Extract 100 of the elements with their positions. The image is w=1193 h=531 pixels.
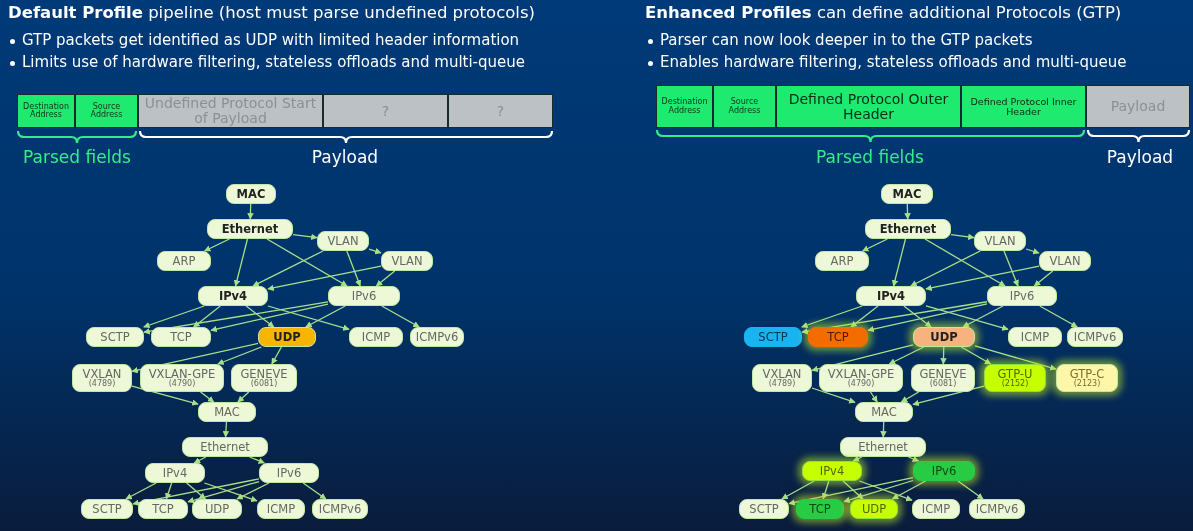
arrow	[880, 421, 887, 438]
protocol-node: TCP	[796, 499, 844, 519]
arrow	[193, 456, 207, 464]
protocol-node: IPv6	[259, 463, 319, 483]
arrow	[271, 346, 283, 365]
protocol-node: VLAN	[974, 231, 1026, 251]
bullet-text: GTP packets get identified as UDP with limited header information	[22, 31, 520, 49]
protocol-node: VLAN	[1039, 251, 1091, 271]
protocol-node: VLAN	[381, 251, 433, 271]
protocol-node: IPv6	[328, 286, 400, 306]
protocol-node: ICMP	[349, 327, 403, 347]
protocol-node: ICMP	[1008, 327, 1062, 347]
arrow	[187, 480, 260, 504]
arrow	[204, 238, 231, 252]
protocol-node: UDP	[850, 499, 898, 519]
protocol-node: ARP	[157, 251, 211, 271]
arrow	[199, 391, 215, 403]
arrow	[193, 305, 221, 328]
packet-field: Defined Protocol Inner Header	[961, 85, 1086, 128]
arrow	[781, 480, 815, 500]
arrow	[788, 476, 914, 506]
protocol-node: MAC	[226, 184, 276, 204]
protocol-node: TCP	[138, 499, 188, 519]
arrow	[842, 480, 864, 500]
protocol-node: ICMPv6	[410, 327, 464, 347]
heading: Default Profile pipeline (host must parse undefined protocols)	[8, 3, 535, 22]
protocol-node: GENEVE (6081)	[911, 364, 975, 392]
arrow	[869, 391, 878, 403]
protocol-node: TCP	[808, 327, 868, 347]
arrow	[186, 482, 206, 500]
protocol-node: Ethernet	[865, 219, 951, 239]
arrow	[891, 238, 907, 287]
arrow	[346, 250, 362, 287]
arrow	[925, 265, 1040, 291]
arrow	[867, 303, 988, 333]
packet-field: Destination Address	[656, 85, 713, 128]
brace-label: Parsed fields	[23, 147, 131, 167]
arrow	[852, 455, 863, 462]
arrow	[858, 480, 913, 502]
protocol-node: SCTP	[744, 327, 802, 347]
arrow	[974, 345, 1057, 371]
arrow	[248, 456, 266, 464]
protocol-node: TCP	[151, 327, 211, 347]
arrow	[821, 480, 830, 500]
protocol-node: SCTP	[81, 499, 133, 519]
packet-field: Source Address	[713, 85, 776, 128]
arrow	[888, 346, 925, 365]
brace-label: Payload	[1106, 147, 1174, 167]
arrow	[236, 482, 270, 500]
arrow	[305, 305, 346, 328]
arrow	[302, 482, 327, 500]
protocol-node: VXLAN-GPE (4790)	[140, 364, 224, 392]
arrow	[924, 238, 1006, 287]
brace-label: Payload	[311, 147, 379, 167]
brace-label: Parsed fields	[816, 147, 924, 167]
protocol-node: GTP-C (2123)	[1056, 364, 1118, 392]
protocol-node: MAC	[881, 184, 933, 204]
protocol-node: UDP	[258, 327, 316, 347]
arrow	[125, 482, 157, 500]
protocol-node: ICMP	[257, 499, 305, 519]
protocol-node: ARP	[815, 251, 869, 271]
arrow	[210, 303, 329, 333]
arrow	[957, 480, 984, 500]
protocol-node: VLAN	[317, 231, 369, 251]
protocol-node: UDP	[192, 499, 242, 519]
protocol-node: IPv4	[145, 463, 205, 483]
bullet-text: Parser can now look deeper in to the GTP packets	[660, 31, 1033, 49]
protocol-node: ICMPv6	[969, 499, 1025, 519]
protocol-node: Ethernet	[182, 437, 268, 457]
arrow	[843, 479, 914, 504]
packet-field: Defined Protocol Outer Header	[776, 85, 961, 128]
protocol-node: ICMPv6	[312, 499, 368, 519]
arrow	[143, 305, 205, 329]
arrow	[143, 301, 329, 335]
arrow	[165, 482, 173, 500]
arrow	[910, 250, 981, 287]
arrow	[960, 346, 992, 365]
protocol-node: MAC	[198, 402, 256, 422]
protocol-node: MAC	[855, 402, 913, 422]
arrow	[381, 305, 420, 328]
arrow	[903, 305, 932, 328]
arrow	[925, 305, 1009, 331]
arrow	[247, 203, 254, 220]
arrow	[266, 238, 348, 287]
protocol-node: SCTP	[739, 499, 789, 519]
arrow	[1039, 305, 1078, 328]
arrow	[801, 305, 863, 329]
packet-field: Destination Address	[17, 94, 75, 128]
protocol-node: IPv4	[802, 461, 862, 481]
arrow	[900, 391, 920, 403]
arrow	[850, 305, 879, 328]
arrow	[267, 305, 350, 331]
protocol-node: SCTP	[86, 327, 144, 347]
arrow	[203, 482, 258, 503]
protocol-node: GTP-U (2152)	[984, 364, 1046, 392]
arrow	[252, 250, 324, 287]
protocol-node: Ethernet	[840, 437, 926, 457]
arrow	[811, 387, 856, 404]
arrow	[862, 238, 889, 252]
arrow	[1025, 248, 1040, 255]
